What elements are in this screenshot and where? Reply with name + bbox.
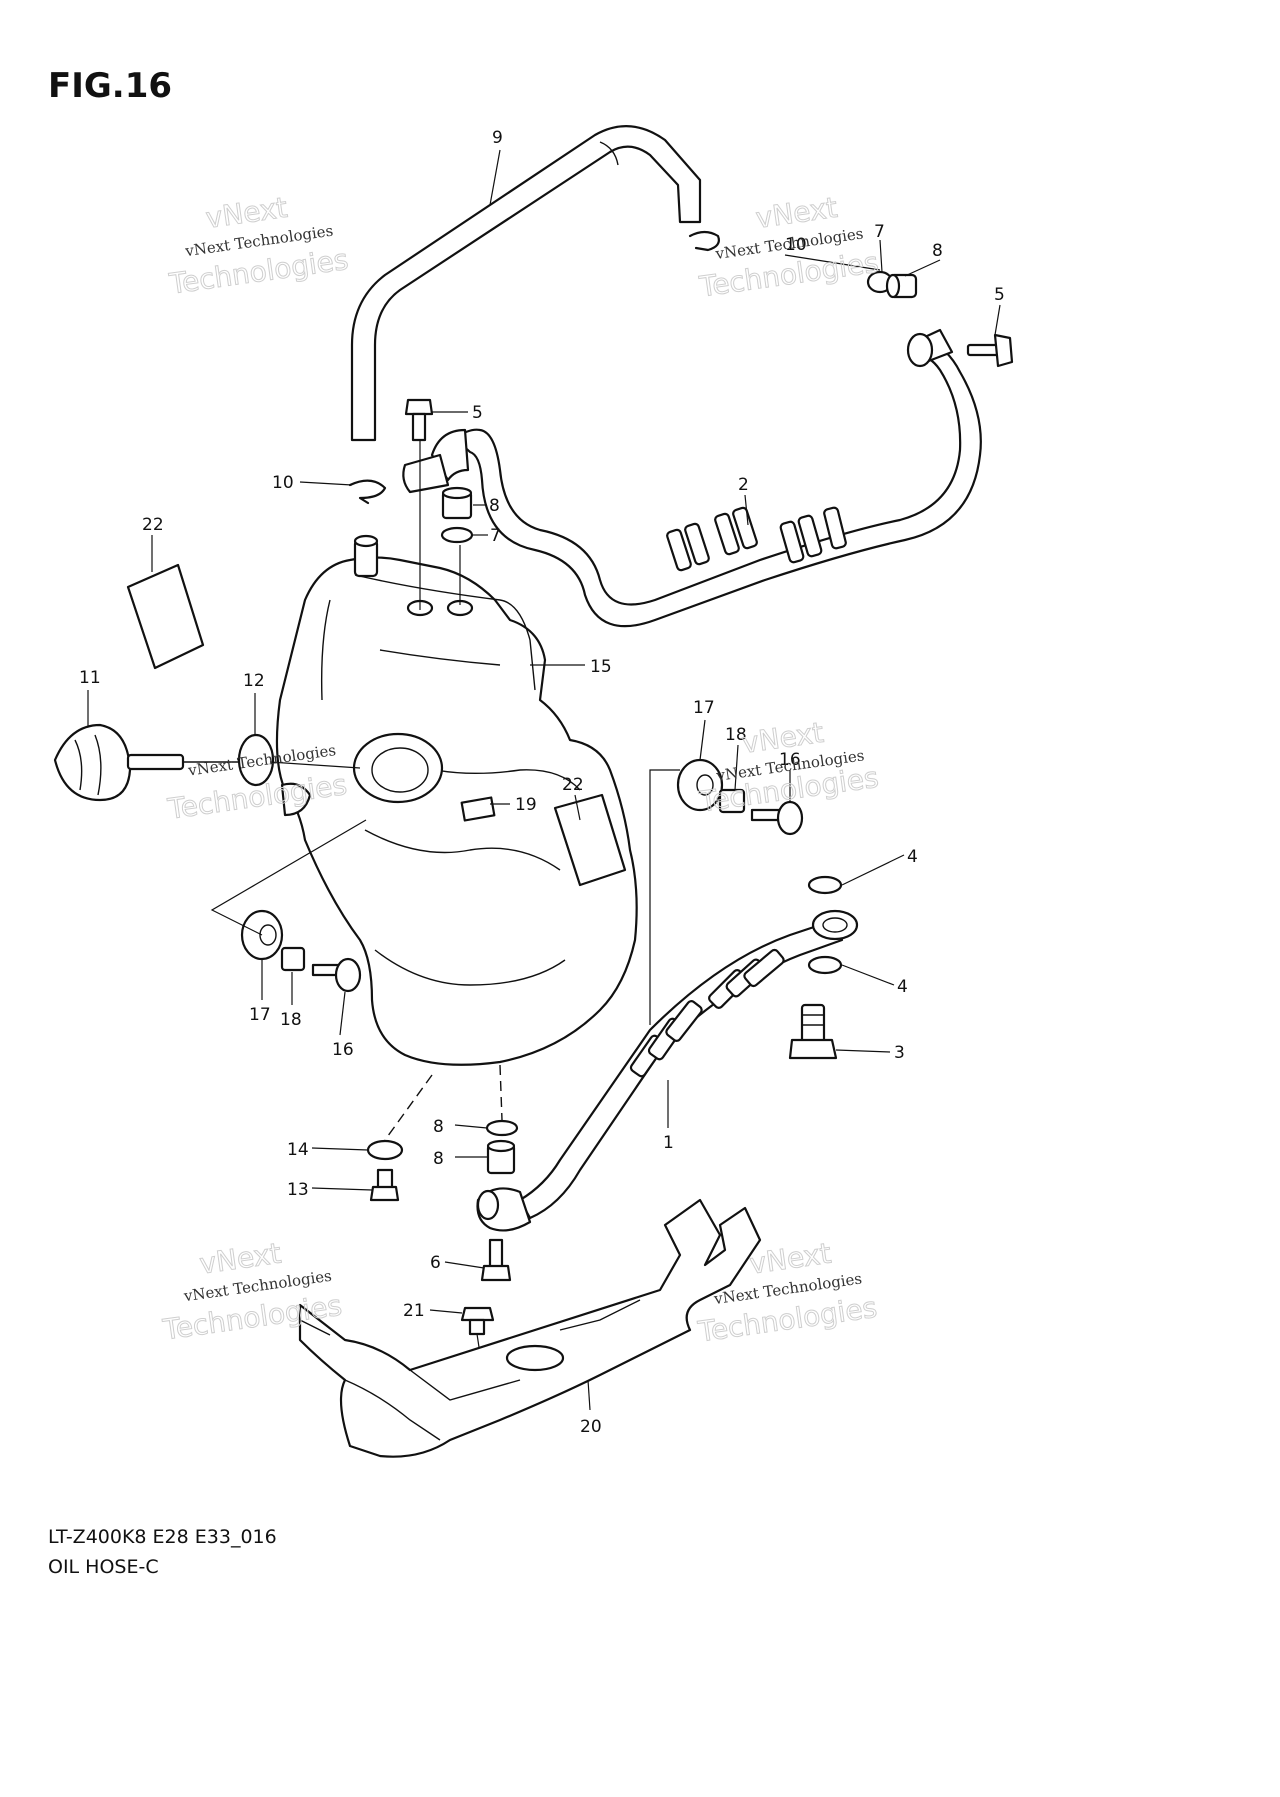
part-7-o-ring-lower (485, 1119, 519, 1137)
part-16-bolt-right (750, 800, 804, 836)
part-1-oil-hose (476, 909, 859, 1232)
assembly-line-bottom-center (499, 1064, 503, 1121)
part-5-bolt-upper-right (966, 333, 1014, 368)
callout-15: 15 (590, 657, 612, 677)
part-11-oil-cap (53, 723, 255, 802)
callout-22-left: 22 (142, 515, 164, 535)
watermark-top-right: vNext Technologies vNext Technologies (696, 190, 881, 304)
callout-17-right: 17 (693, 698, 715, 718)
callout-8-upper: 8 (932, 241, 943, 261)
callout-17-left: 17 (249, 1005, 271, 1025)
part-4-washer-lower (807, 955, 843, 975)
assembly-line-right-mount (649, 769, 680, 1025)
assembly-line-left-mount (210, 819, 367, 936)
assembly-line-cap (269, 761, 361, 769)
part-22-label-left (126, 563, 205, 670)
callout-leaders (87, 149, 1001, 1411)
part-8-collar-upper (885, 273, 918, 299)
part-14-washer (366, 1139, 404, 1161)
part-10-clip-center (348, 479, 387, 505)
callout-3: 3 (894, 1043, 905, 1063)
watermark-top-left: vNext Technologies vNext Technologies (166, 190, 351, 301)
callout-10-upper: 10 (785, 235, 807, 255)
callout-18-right: 18 (725, 725, 747, 745)
watermark-bottom-right: vNext Technologies vNext Technologies (695, 1236, 880, 1349)
part-2-oil-hose (402, 328, 982, 628)
svg-text:vNext: vNext (747, 1237, 833, 1281)
callout-16-right: 16 (779, 750, 801, 770)
svg-text:vNext: vNext (754, 191, 840, 235)
callout-5-upper: 5 (994, 285, 1005, 305)
callout-2: 2 (738, 475, 749, 495)
callout-7-lower: 8 (433, 1117, 444, 1137)
callout-16-left: 16 (332, 1040, 354, 1060)
model-code: LT-Z400K8 E28 E33_016 (48, 1526, 277, 1548)
callout-4-lower: 4 (897, 977, 908, 997)
callout-21: 21 (403, 1301, 425, 1321)
part-18-collar-left (280, 946, 306, 972)
callout-1: 1 (663, 1133, 674, 1153)
part-18-collar-right (718, 788, 746, 814)
svg-text:vNext: vNext (204, 191, 290, 235)
callout-20: 20 (580, 1417, 602, 1437)
part-6-bolt (480, 1238, 512, 1282)
part-9-vent-hose (350, 125, 702, 442)
callout-7-upper: 7 (874, 222, 885, 242)
callout-18-left: 18 (280, 1010, 302, 1030)
watermark-middle-right: vNext Technologies vNext Technologies (696, 715, 881, 819)
callout-10-center: 10 (272, 473, 294, 493)
part-3-union-bolt (788, 1003, 838, 1060)
callout-8-center: 8 (489, 496, 500, 516)
callout-11: 11 (79, 668, 101, 688)
figure-name: OIL HOSE-C (48, 1556, 159, 1578)
part-16-bolt-left (311, 957, 362, 993)
callout-6: 6 (430, 1253, 441, 1273)
assembly-line-bottom-left (384, 1074, 433, 1141)
callout-13: 13 (287, 1180, 309, 1200)
part-13-bolt (369, 1168, 400, 1202)
part-8-collar-center (441, 486, 473, 520)
callout-19: 19 (515, 795, 537, 815)
figure-title: FIG.16 (48, 66, 173, 106)
part-15-oil-tank (275, 534, 638, 1066)
part-8-collar-lower (486, 1139, 516, 1175)
part-12-o-ring (237, 733, 275, 787)
callout-22-right: 22 (562, 775, 584, 795)
callout-5-center: 5 (472, 403, 483, 423)
part-5-bolt-center (404, 398, 434, 442)
callout-8-lower: 8 (433, 1149, 444, 1169)
callout-4-upper: 4 (907, 847, 918, 867)
callout-9: 9 (492, 128, 503, 148)
part-7-o-ring-center (440, 526, 474, 544)
callout-labels: 9 10 7 8 5 5 10 8 7 2 22 15 11 12 17 18 … (79, 128, 1005, 1437)
part-20-guard (298, 1198, 762, 1458)
part-4-washer-upper (807, 875, 843, 895)
callout-7-center: 7 (490, 526, 501, 546)
svg-text:vNext: vNext (197, 1237, 283, 1281)
callout-12: 12 (243, 671, 265, 691)
part-10-clip-upper (688, 230, 720, 252)
callout-14: 14 (287, 1140, 309, 1160)
